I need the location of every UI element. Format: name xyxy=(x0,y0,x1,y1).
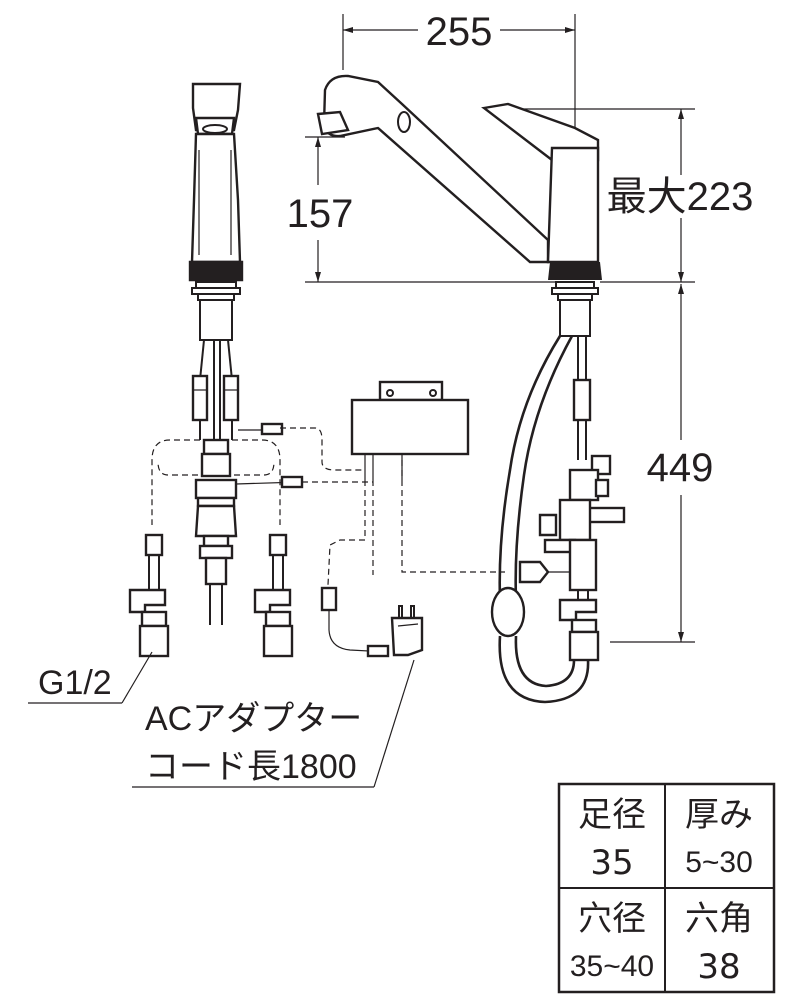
foot-diameter-label: 足径 xyxy=(578,795,646,835)
adapter-label: ACアダプター コード長1800 xyxy=(132,659,415,788)
foot-diameter-value: 35 xyxy=(590,843,633,883)
adapter-label-line1: ACアダプター xyxy=(145,700,362,738)
ac-adapter xyxy=(320,586,424,658)
dim-width-text: 255 xyxy=(426,10,493,54)
spec-table: 足径 35 厚み 5~30 穴径 35~40 六角 38 xyxy=(557,782,776,994)
dimension-255: 255 xyxy=(342,10,576,130)
thread-label: G1/2 xyxy=(28,651,153,704)
dim-max-height-text: 最大223 xyxy=(607,175,754,219)
hex-value: 38 xyxy=(697,947,740,987)
dim-hose-length-text: 449 xyxy=(647,446,714,490)
dimension-max-223: 最大223 xyxy=(485,108,754,283)
faucet-side-view xyxy=(316,74,626,704)
hole-diameter-value: 35~40 xyxy=(570,950,654,983)
thickness-label: 厚み xyxy=(685,795,753,835)
dimension-157: 157 xyxy=(287,136,560,283)
thickness-value: 5~30 xyxy=(685,846,753,879)
adapter-label-line2: コード長1800 xyxy=(145,748,357,786)
hole-diameter-label: 穴径 xyxy=(578,899,646,939)
dim-spout-height-text: 157 xyxy=(287,192,354,236)
thread-size-text: G1/2 xyxy=(38,664,112,702)
dimension-449: 449 xyxy=(610,284,714,643)
hex-label: 六角 xyxy=(685,899,753,939)
faucet-front-view xyxy=(128,82,304,658)
control-box xyxy=(280,380,505,586)
